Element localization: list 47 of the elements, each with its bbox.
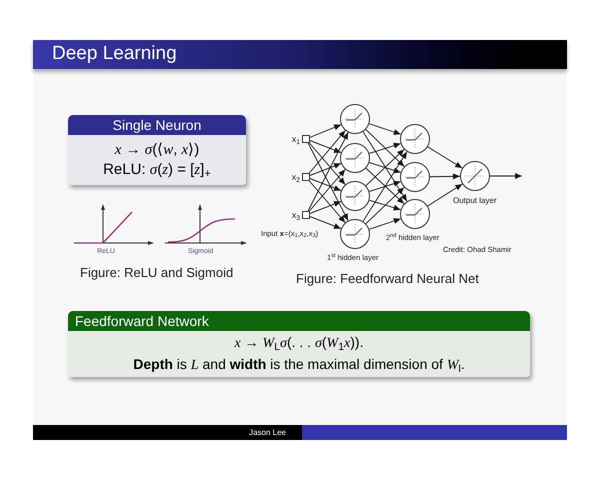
input-square — [302, 135, 310, 143]
arrow — [366, 168, 404, 204]
arrow — [365, 148, 405, 186]
arrow — [308, 142, 349, 222]
figure-caption: Figure: ReLU and Sigmoid — [80, 265, 234, 282]
arrow — [309, 142, 346, 186]
arrow — [308, 132, 349, 212]
arrow — [308, 130, 346, 174]
arrow — [368, 180, 402, 192]
footer-author: Jason Lee — [33, 425, 302, 440]
arrow — [427, 146, 463, 169]
arrow — [490, 173, 522, 179]
block-title: Single Neuron — [68, 115, 246, 135]
arrow — [310, 200, 342, 214]
definition-text: Depth is L and width is the maximal dimension of W$_{l}$. — [133, 355, 465, 376]
arrow — [310, 178, 342, 192]
arrow — [430, 173, 460, 180]
formula-text: x → W$_{L}$σ(. . . σ(W$_{1}$x)). — [234, 333, 364, 354]
arrow — [427, 184, 463, 206]
arrow — [310, 162, 342, 176]
formula-text: x → σ(⟨w, x⟩) — [114, 140, 200, 160]
arrow — [362, 131, 408, 202]
arrow — [310, 124, 342, 138]
theorem-block — [68, 311, 530, 377]
input-square — [302, 173, 310, 181]
input-label: x$_{1}$ — [290, 133, 300, 145]
arrow — [309, 180, 346, 224]
formula-text: ReLU: σ(z) = [z]$_{+}$ — [103, 160, 211, 180]
slide-title: Deep Learning — [33, 40, 567, 69]
input-square — [302, 211, 310, 219]
layer-label: Output layer — [453, 195, 498, 207]
arrow — [368, 123, 402, 135]
arrow — [368, 162, 402, 174]
arrow — [368, 142, 402, 154]
theorem-block — [68, 115, 246, 185]
arrow — [365, 186, 405, 224]
input-label: x$_{3}$ — [290, 209, 300, 221]
arrow — [368, 218, 402, 230]
arrow — [362, 151, 408, 222]
arrow — [310, 216, 342, 230]
input-label: x$_{2}$ — [290, 171, 300, 183]
arrow — [368, 200, 402, 211]
arrow — [365, 128, 405, 168]
block-title: Feedforward Network — [68, 311, 530, 331]
arrow — [310, 140, 342, 154]
figure-caption: Figure: Feedforward Neural Net — [296, 271, 479, 288]
arrow — [309, 168, 346, 212]
